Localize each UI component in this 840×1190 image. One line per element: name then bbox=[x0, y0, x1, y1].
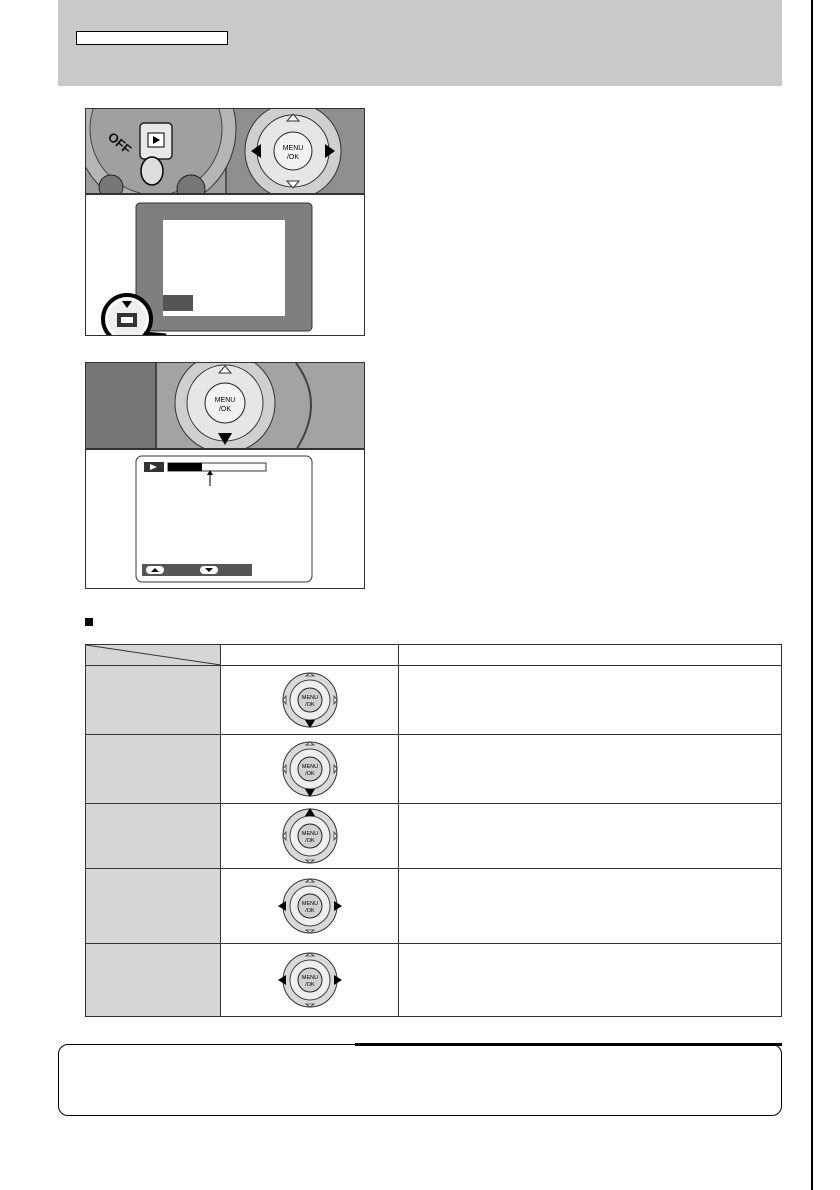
menu-text-top: MENU bbox=[301, 975, 317, 981]
table-header-description bbox=[398, 644, 782, 666]
row-control-cell: MENU /OK bbox=[220, 868, 399, 944]
dpad-press-up-icon: MENU /OK bbox=[282, 808, 337, 864]
menu-text-bottom: /OK bbox=[305, 838, 315, 844]
menu-ok-text-bottom: /OK bbox=[287, 154, 299, 161]
dpad-press-down-icon: MENU /OK bbox=[282, 672, 337, 728]
lcd-illustration-1 bbox=[85, 194, 365, 336]
note-title-rule bbox=[355, 1043, 782, 1046]
menu-text-bottom: /OK bbox=[305, 771, 315, 777]
table-header-controls bbox=[220, 644, 399, 666]
dpad-press-left-right-icon: MENU /OK bbox=[277, 878, 342, 934]
menu-ok-text-bottom-2: /OK bbox=[219, 406, 231, 413]
lcd-illustration-2 bbox=[85, 449, 365, 589]
row-description-cell bbox=[398, 665, 782, 735]
table-header-row bbox=[85, 644, 782, 666]
row-control-cell: MENU /OK bbox=[220, 943, 399, 1017]
menu-text-top: MENU bbox=[301, 764, 317, 770]
row-label-cell bbox=[85, 803, 221, 869]
table-row: MENU /OK bbox=[85, 734, 782, 804]
operations-table: MENU /OK MENU /OK bbox=[85, 644, 782, 1017]
table-row: MENU /OK bbox=[85, 803, 782, 869]
table-corner-cell bbox=[85, 644, 221, 666]
page-edge-rule bbox=[811, 0, 813, 1190]
row-control-cell: MENU /OK bbox=[220, 665, 399, 735]
menu-text-top: MENU bbox=[301, 831, 317, 837]
menu-text-bottom: /OK bbox=[305, 982, 315, 988]
menu-ok-text-top-2: MENU bbox=[215, 397, 236, 404]
menu-text-top: MENU bbox=[301, 901, 317, 907]
table-row: MENU /OK bbox=[85, 665, 782, 735]
dpad-press-left-right-icon: MENU /OK bbox=[277, 952, 342, 1008]
row-label-cell bbox=[85, 665, 221, 735]
menu-text-bottom: /OK bbox=[305, 702, 315, 708]
row-description-cell bbox=[398, 803, 782, 869]
note-box bbox=[58, 1044, 782, 1116]
row-description-cell bbox=[398, 734, 782, 804]
dpad-press-down-icon: MENU /OK bbox=[282, 741, 337, 797]
menu-text-top: MENU bbox=[301, 695, 317, 701]
row-control-cell: MENU /OK bbox=[220, 734, 399, 804]
menu-text-bottom: /OK bbox=[305, 908, 315, 914]
menu-ok-text-top: MENU bbox=[283, 145, 304, 152]
table-row: MENU /OK bbox=[85, 943, 782, 1017]
row-label-cell bbox=[85, 734, 221, 804]
row-description-cell bbox=[398, 943, 782, 1017]
camera-photo-1: OFF MENU /OK bbox=[85, 108, 365, 194]
header-label-box bbox=[76, 31, 228, 45]
row-label-cell bbox=[85, 943, 221, 1017]
row-label-cell bbox=[85, 868, 221, 944]
table-row: MENU /OK bbox=[85, 868, 782, 944]
row-control-cell: MENU /OK bbox=[220, 803, 399, 869]
camera-photo-2: MENU /OK bbox=[85, 362, 365, 449]
row-description-cell bbox=[398, 868, 782, 944]
section-bullet bbox=[85, 618, 93, 626]
